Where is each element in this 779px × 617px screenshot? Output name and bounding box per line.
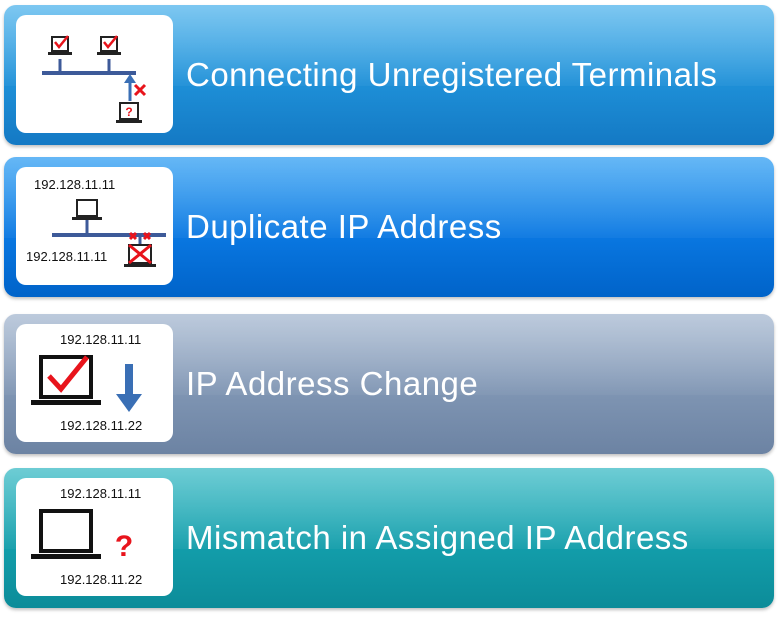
issue-card-duplicate-ip: 192.128.11.11 192.128.11.11 Duplicate IP…: [4, 157, 774, 297]
svg-text:192.128.11.11: 192.128.11.11: [26, 249, 107, 264]
unregistered-terminal-icon: ?: [16, 15, 173, 133]
issue-card-ip-change: 192.128.11.11 192.128.11.22 IP Address C…: [4, 314, 774, 454]
ip-mismatch-icon: 192.128.11.11 ? 192.128.11.22: [16, 478, 173, 596]
duplicate-ip-icon: 192.128.11.11 192.128.11.11: [16, 167, 173, 285]
svg-text:192.128.11.11: 192.128.11.11: [34, 177, 115, 192]
issue-card-ip-mismatch: 192.128.11.11 ? 192.128.11.22 Mismatch i…: [4, 468, 774, 608]
issue-label: Connecting Unregistered Terminals: [186, 56, 718, 93]
ip-change-icon: 192.128.11.11 192.128.11.22: [16, 324, 173, 442]
svg-text:192.128.11.11: 192.128.11.11: [60, 486, 141, 501]
svg-text:192.128.11.11: 192.128.11.11: [60, 332, 141, 347]
issue-card-unregistered-terminals: ? Connecting Unregistered Terminals: [4, 5, 774, 145]
svg-text:192.128.11.22: 192.128.11.22: [60, 418, 142, 433]
svg-text:?: ?: [115, 530, 133, 563]
issue-label: Mismatch in Assigned IP Address: [186, 519, 689, 556]
svg-text:192.128.11.22: 192.128.11.22: [60, 572, 142, 587]
issue-label: Duplicate IP Address: [186, 208, 502, 245]
issue-label: IP Address Change: [186, 365, 479, 402]
svg-text:?: ?: [125, 105, 132, 119]
